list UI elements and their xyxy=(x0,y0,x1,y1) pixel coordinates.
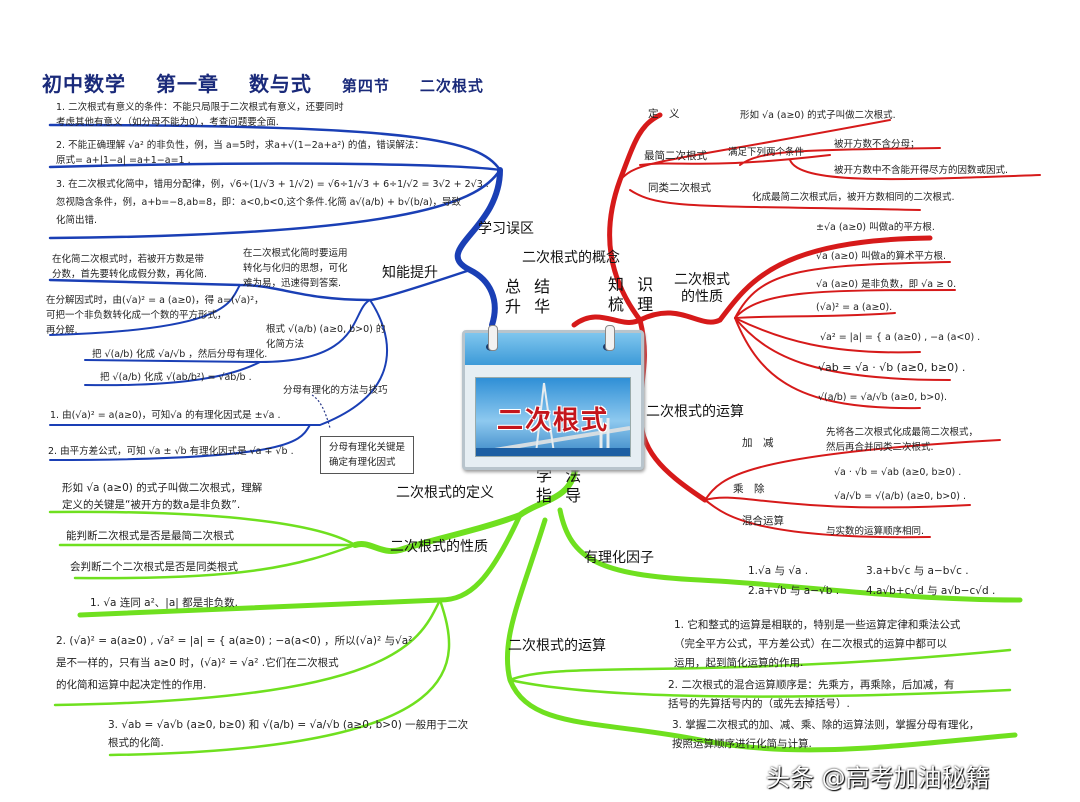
operation-mixed-label: 混合运算 xyxy=(742,515,784,527)
bridge-image: 二次根式 xyxy=(475,377,631,457)
ability-note-simplify-method: 根式 √(a/b) (a≥0, b>0) 的 化简方法 xyxy=(266,324,386,350)
ability-note-method-1: 把 √(a/b) 化成 √a/√b ，然后分母有理化. xyxy=(92,349,268,360)
ability-note-method-2: 把 √(a/b) 化成 √(ab/b²) = √ab/b . xyxy=(100,372,252,383)
calendar-ring-right xyxy=(605,325,615,351)
branch-properties: 二次根式 的性质 xyxy=(674,272,730,305)
guidance-property-item-3: 1. √a 连同 a²、|a| 都是非负数. xyxy=(90,597,238,609)
rationalizing-item-1: 1.√a 与 √a . xyxy=(748,565,809,577)
property-item-7: √(a/b) = √a/√b (a≥0, b>0). xyxy=(818,392,948,403)
title-chapter: 第一章 xyxy=(155,72,219,96)
operation-mixed-text: 与实数的运算顺序相同. xyxy=(826,526,925,537)
rationalizing-item-3: 3.a+b√c 与 a−b√c . xyxy=(866,565,969,577)
ability-note-rationalize-2: 2. 由平方差公式，可知 √a ± √b 有理化因式是 √a ∓ √b . xyxy=(48,446,294,457)
guidance-definition-text: 形如 √a (a≥0) 的式子叫做二次根式，理解 定义的关键是“被开方的数a是非… xyxy=(62,482,263,511)
center-title: 二次根式 xyxy=(496,406,609,436)
center-branch-knowledge: 知 识 梳 理 xyxy=(608,275,658,314)
property-item-1: ±√a (a≥0) 叫做a的平方根. xyxy=(816,222,935,233)
guidance-property-item-4: 2. (√a)² = a(a≥0) , √a² = |a| = { a(a≥0)… xyxy=(56,635,413,691)
property-item-4: (√a)² = a (a≥0). xyxy=(816,302,893,313)
watermark: 头条 @高考加油秘籍 xyxy=(766,764,990,792)
concept-definition-text: 形如 √a (a≥0) 的式子叫做二次根式. xyxy=(740,110,896,121)
title-chapter-name: 数与式 xyxy=(248,72,312,96)
pitfall-item-3: 3. 在二次根式化简中，错用分配律，例，√6÷(1/√3 + 1/√2) = √… xyxy=(56,179,489,226)
ability-note-factor: 在分解因式时，由(√a)² = a (a≥0)，得 a=(√a)²， 可把一个非… xyxy=(46,295,264,336)
title-section: 第四节 xyxy=(341,77,390,95)
branch-learning-pitfalls: 学习误区 xyxy=(478,221,534,237)
calendar-header xyxy=(465,325,641,365)
guidance-operation-item-3: 3. 掌握二次根式的加、减、乘、除的运算法则，掌握分母有理化， 按照运算顺序进行… xyxy=(672,719,980,750)
guidance-operation-item-1: 1. 它和整式的运算是相联的，特别是一些运算定律和乘法公式 （完全平方公式，平方… xyxy=(674,619,961,669)
operation-mul-div-label: 乘 除 xyxy=(733,483,765,495)
branch-concept: 二次根式的概念 xyxy=(522,250,620,266)
branch-rationalizing-factor: 有理化因子 xyxy=(584,550,654,566)
pitfall-item-1: 1. 二次根式有意义的条件：不能只局限于二次根式有意义，还要同时 考虑其他有意义… xyxy=(56,102,344,128)
property-item-3: √a (a≥0) 是非负数，即 √a ≥ 0. xyxy=(816,279,957,290)
branch-guidance-definition: 二次根式的定义 xyxy=(396,485,494,501)
property-item-2: √a (a≥0) 叫做a的算术平方根. xyxy=(816,251,946,262)
concept-definition-label: 定 义 xyxy=(648,108,680,120)
calendar-ring-left xyxy=(488,325,498,351)
operation-add-sub-text: 先将各二次根式化成最简二次根式， 然后再合并同类二次根式. xyxy=(826,427,979,453)
ability-note-fraction: 在化简二次根式时，若被开方数是带 分数，首先要转化成假分数，再化简. xyxy=(52,254,208,280)
center-calendar-node: 二次根式 xyxy=(462,325,644,470)
operation-add-sub-label: 加 减 xyxy=(742,437,774,449)
concept-similar-text: 化成最简二次根式后，被开方数相同的二次根式. xyxy=(752,192,955,203)
guidance-property-item-5: 3. √ab = √a√b (a≥0, b≥0) 和 √(a/b) = √a/√… xyxy=(108,719,469,749)
guidance-property-item-1: 能判断二次根式是否是最简二次根式 xyxy=(66,530,234,542)
title-subject: 初中数学 xyxy=(42,72,126,96)
center-branch-guidance: 学 法 指 导 xyxy=(536,466,586,505)
branch-ability-improvement: 知能提升 xyxy=(382,265,438,281)
branch-operations: 二次根式的运算 xyxy=(646,404,744,420)
concept-similar-label: 同类二次根式 xyxy=(648,182,711,194)
branch-guidance-operations: 二次根式的运算 xyxy=(508,638,606,654)
page-title: 初中数学 第一章 数与式 第四节 二次根式 xyxy=(42,68,506,97)
rationalizing-item-4: 4.a√b+c√d 与 a√b−c√d . xyxy=(866,585,996,597)
bridge-illustration xyxy=(476,382,630,456)
guidance-operation-item-2: 2. 二次根式的混合运算顺序是：先乘方，再乘除，后加减，有 括号的先算括号内的（… xyxy=(668,679,955,710)
rationalize-key-box: 分母有理化关键是 确定有理化因式 xyxy=(320,436,415,474)
pitfall-item-2: 2. 不能正确理解 √a² 的非负性，例，当 a=5时，求a+√(1−2a+a²… xyxy=(56,140,424,166)
title-section-name: 二次根式 xyxy=(419,77,484,95)
center-branch-summary: 总 结 升 华 xyxy=(505,277,555,316)
ability-note-rationalize-tips: 分母有理化的方法与技巧 xyxy=(283,385,388,396)
property-item-6: √ab = √a · √b (a≥0, b≥0) . xyxy=(818,361,966,374)
concept-simplest-condition: 满足下列两个条件 xyxy=(728,147,805,158)
concept-simplest-label: 最简二次根式 xyxy=(644,150,707,162)
operation-mul-div-item-2: √a/√b = √(a/b) (a≥0, b>0) . xyxy=(834,491,967,502)
concept-simplest-item-1: 被开方数不含分母； xyxy=(834,139,920,150)
guidance-property-item-2: 会判断二个二次根式是否是同类根式 xyxy=(70,561,238,573)
operation-mul-div-item-1: √a · √b = √ab (a≥0, b≥0) . xyxy=(834,467,962,478)
rationalizing-item-2: 2.a+√b 与 a−√b . xyxy=(748,585,840,597)
concept-simplest-item-2: 被开方数中不含能开得尽方的因数或因式. xyxy=(834,165,1009,176)
property-item-5: √a² = |a| = { a (a≥0) , −a (a<0) . xyxy=(820,332,981,343)
ability-note-transform: 在二次根式化简时要运用 转化与化归的思想，可化 难为易，迅速得到答案. xyxy=(243,248,348,289)
ability-note-rationalize-1: 1. 由(√a)² = a(a≥0)，可知√a 的有理化因式是 ±√a . xyxy=(50,410,281,421)
branch-guidance-properties: 二次根式的性质 xyxy=(390,539,488,555)
